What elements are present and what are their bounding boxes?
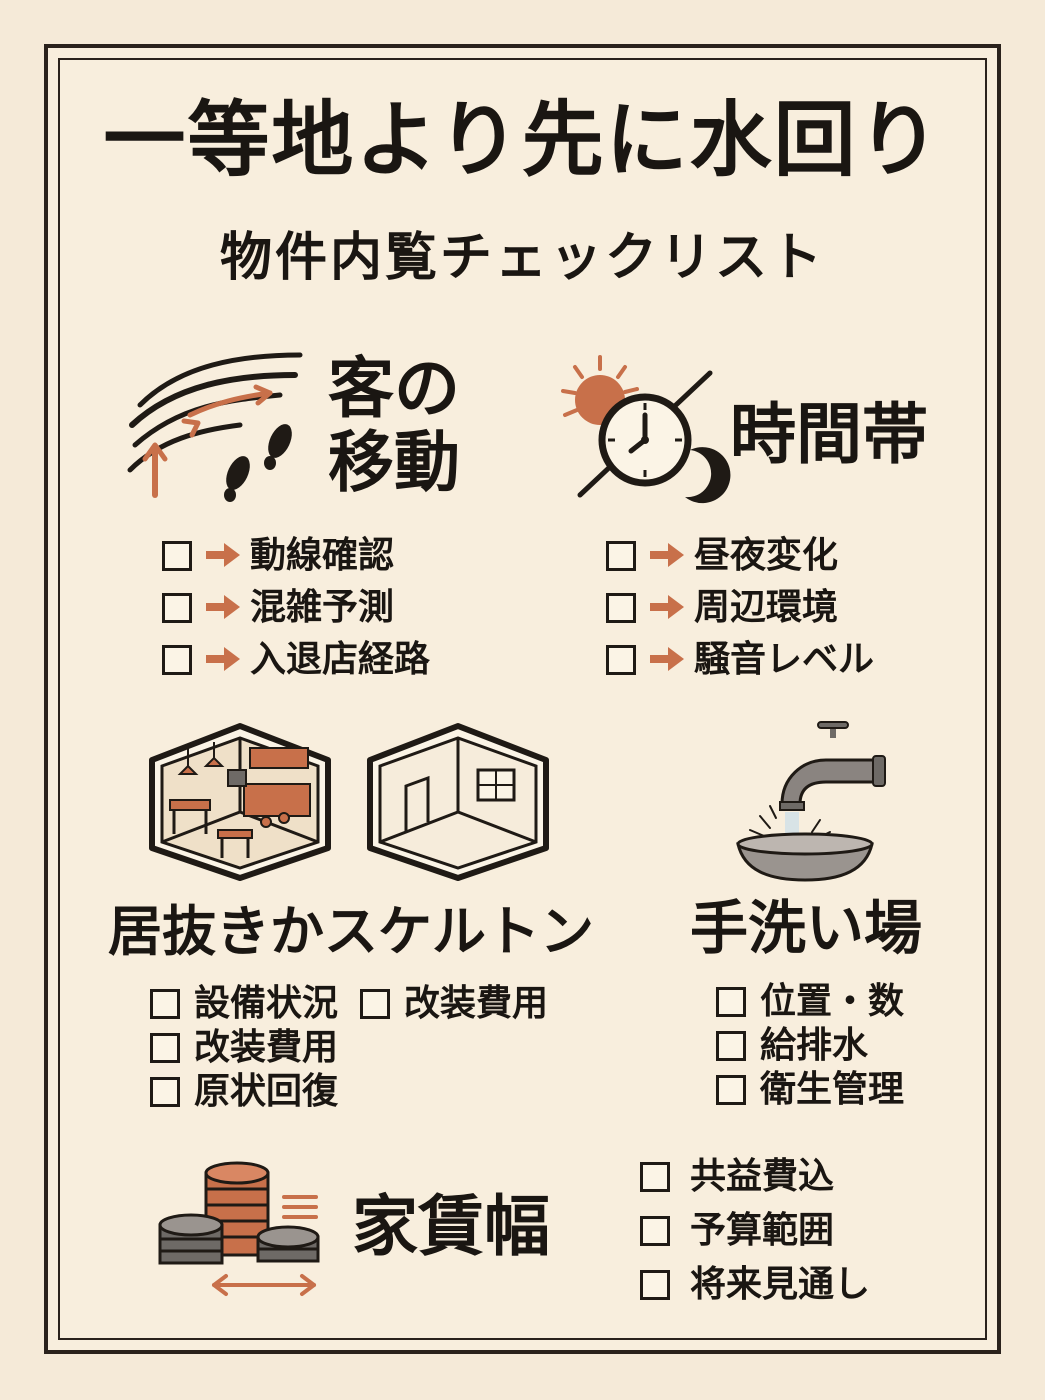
checklist-item: 予算範囲	[640, 1204, 870, 1258]
handwash-checklist: 位置・数 給排水 衛生管理	[716, 980, 904, 1112]
arrow-right-icon	[650, 642, 684, 678]
checkbox[interactable]	[360, 989, 391, 1019]
checklist-label: 混雑予測	[250, 587, 395, 628]
checklist-label: 将来見通し	[690, 1264, 871, 1305]
page-title: 一等地より先に水回り	[103, 93, 942, 188]
checklist-label: 改装費用	[404, 983, 549, 1024]
checkbox[interactable]	[716, 1075, 746, 1105]
customer-flow-heading-line2: 移動	[328, 423, 460, 501]
checklist-label: 給排水	[760, 1025, 869, 1066]
checklist-label: 共益費込	[690, 1156, 835, 1197]
checklist-label: 原状回復	[194, 1071, 339, 1112]
checklist-label: 動線確認	[250, 535, 395, 576]
checklist-label: 衛生管理	[760, 1069, 905, 1110]
checklist-label: 改装費用	[194, 1027, 339, 1068]
checklist-item: 混雑予測	[162, 582, 430, 634]
handwash-heading: 手洗い場	[690, 894, 923, 962]
checklist-item: 共益費込	[640, 1150, 870, 1204]
checkbox[interactable]	[162, 541, 192, 571]
checklist-label: 入退店経路	[250, 639, 431, 680]
checkbox[interactable]	[606, 593, 636, 623]
checkbox[interactable]	[640, 1162, 670, 1192]
checkbox[interactable]	[150, 1077, 180, 1107]
checklist-item: 原状回復	[150, 1070, 548, 1114]
checklist-item: 設備状況 改装費用	[150, 982, 548, 1026]
checkbox[interactable]	[640, 1216, 670, 1246]
time-of-day-heading: 時間帯	[730, 396, 928, 473]
rent-range-checklist: 共益費込 予算範囲 将来見通し	[640, 1150, 870, 1312]
faucet-basin-icon	[730, 720, 890, 885]
checkbox[interactable]	[162, 593, 192, 623]
furnished-or-skeleton-heading: 居抜きかスケルトン	[108, 900, 594, 963]
customer-flow-heading-line1: 客の	[328, 350, 460, 427]
arrow-right-icon	[650, 590, 684, 626]
checkbox[interactable]	[606, 541, 636, 571]
coin-stacks-icon	[152, 1155, 327, 1305]
checkbox[interactable]	[162, 645, 192, 675]
footprints-wind-icon	[120, 345, 310, 505]
checkbox[interactable]	[716, 987, 746, 1017]
inner-frame	[58, 58, 987, 1340]
page-subtitle: 物件内覧チェックリスト	[219, 228, 825, 288]
sun-clock-moon-icon	[555, 355, 731, 505]
checklist-label: 周辺環境	[694, 587, 839, 628]
arrow-right-icon	[206, 642, 240, 678]
checkbox[interactable]	[150, 1033, 180, 1063]
checklist-label: 騒音レベル	[694, 639, 875, 680]
checklist-label: 予算範囲	[690, 1210, 835, 1251]
checklist-item: 給排水	[716, 1024, 904, 1068]
checklist-item: 騒音レベル	[606, 634, 874, 686]
checklist-label: 昼夜変化	[694, 535, 839, 576]
checklist-item: 入退店経路	[162, 634, 430, 686]
checklist-item: 将来見通し	[640, 1258, 870, 1312]
arrow-right-icon	[206, 538, 240, 574]
checklist-label: 設備状況	[194, 983, 339, 1024]
checkbox[interactable]	[716, 1031, 746, 1061]
checkbox[interactable]	[606, 645, 636, 675]
furnished-or-skeleton-checklist: 設備状況 改装費用 改装費用 原状回復	[150, 982, 548, 1114]
rent-range-heading: 家賃幅	[352, 1188, 550, 1265]
checklist-item: 周辺環境	[606, 582, 874, 634]
customer-flow-heading: 客の 移動	[328, 352, 460, 500]
checkbox[interactable]	[640, 1270, 670, 1300]
empty-room-icon	[366, 722, 551, 882]
checklist-item: 位置・数	[716, 980, 904, 1024]
checklist-item: 動線確認	[162, 530, 430, 582]
arrow-right-icon	[650, 538, 684, 574]
checklist-item: 改装費用	[150, 1026, 548, 1070]
checklist-item: 衛生管理	[716, 1068, 904, 1112]
arrow-right-icon	[206, 590, 240, 626]
checkbox[interactable]	[150, 989, 180, 1019]
checklist-item: 昼夜変化	[606, 530, 874, 582]
customer-flow-checklist: 動線確認 混雑予測 入退店経路	[162, 530, 430, 686]
checklist-label: 位置・数	[760, 981, 905, 1022]
time-of-day-checklist: 昼夜変化 周辺環境 騒音レベル	[606, 530, 874, 686]
outer-frame	[44, 44, 1001, 1354]
furnished-room-icon	[148, 722, 333, 882]
